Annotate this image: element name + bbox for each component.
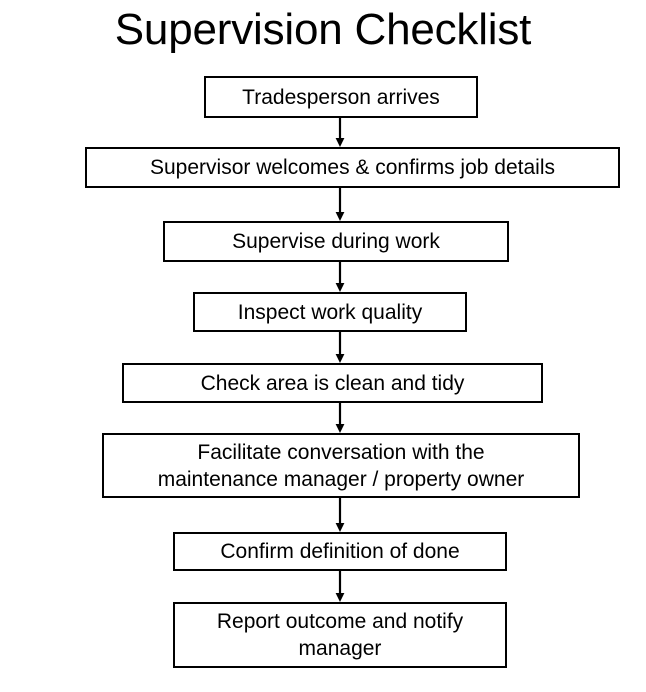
flow-connector-7-to-8 bbox=[333, 571, 347, 602]
flow-node-step-3[interactable]: Supervise during work bbox=[163, 221, 509, 262]
flow-node-step-4[interactable]: Inspect work quality bbox=[193, 292, 467, 332]
flow-node-step-5[interactable]: Check area is clean and tidy bbox=[122, 363, 543, 403]
flow-node-step-2[interactable]: Supervisor welcomes & confirms job detai… bbox=[85, 147, 620, 188]
flow-node-step-8[interactable]: Report outcome and notify manager bbox=[173, 602, 507, 668]
page-title: Supervision Checklist bbox=[114, 5, 532, 54]
flow-node-step-1[interactable]: Tradesperson arrives bbox=[204, 76, 478, 118]
flow-connector-2-to-3 bbox=[333, 188, 347, 221]
flow-node-label: Report outcome and notify manager bbox=[216, 610, 464, 660]
flow-connector-1-to-2 bbox=[333, 118, 347, 147]
flow-connector-5-to-6 bbox=[333, 403, 347, 433]
flow-connector-3-to-4 bbox=[333, 262, 347, 292]
flow-connector-4-to-5 bbox=[333, 332, 347, 363]
flow-node-label: Tradesperson arrives bbox=[242, 85, 440, 109]
flow-node-step-6[interactable]: Facilitate conversation with the mainten… bbox=[102, 433, 580, 498]
flow-node-label: Check area is clean and tidy bbox=[200, 371, 465, 395]
flow-node-step-7[interactable]: Confirm definition of done bbox=[173, 532, 507, 571]
flow-connector-6-to-7 bbox=[333, 498, 347, 532]
flow-node-label: Facilitate conversation with the mainten… bbox=[157, 440, 525, 491]
flow-node-label: Inspect work quality bbox=[237, 300, 423, 324]
flow-node-label: Supervise during work bbox=[232, 230, 440, 253]
flow-node-label: Confirm definition of done bbox=[220, 540, 460, 563]
flow-node-label: Supervisor welcomes & confirms job detai… bbox=[150, 156, 555, 179]
